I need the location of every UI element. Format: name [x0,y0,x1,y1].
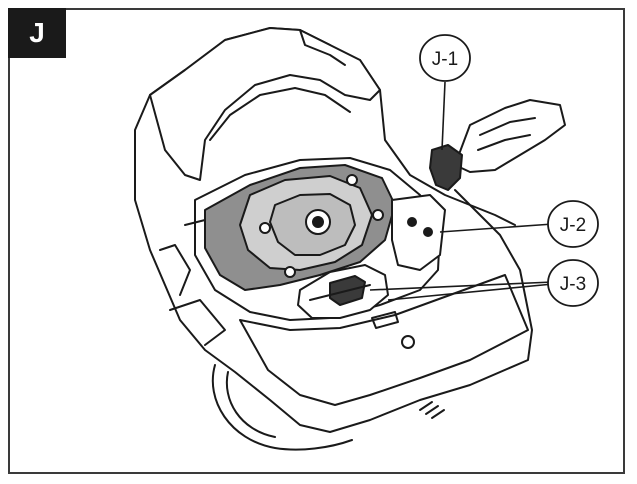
left-rib-2 [169,299,226,346]
front-panel-slot [371,311,399,329]
roller-line [309,284,371,301]
left-rib-1 [159,244,191,296]
hand-outline [454,99,566,173]
screw-3 [346,174,358,186]
side-block [391,194,446,271]
callout-j1: J-1 [419,34,471,82]
screw-4 [372,209,384,221]
tool-j1-arm [454,189,516,226]
front-vent [419,401,445,419]
leader-j3a [369,281,554,291]
callout-j2-label: J-2 [560,215,586,236]
front-panel-hole [401,335,415,349]
leader-j1 [441,81,446,151]
callout-j1-label: J-1 [432,49,458,70]
lid-flap [149,27,381,181]
front-panel [239,274,529,406]
base-wheel-inner [225,371,276,438]
callout-j3-label: J-3 [560,274,586,295]
lid-notch [299,29,346,66]
leader-j3b [387,283,554,301]
cam-hub-core [312,216,324,228]
panel-label: J [8,8,66,58]
callout-j3: J-3 [547,259,599,307]
cavity-rim [194,157,441,321]
side-block-hole-2 [423,227,433,237]
left-rib-3 [184,219,206,226]
callout-j2: J-2 [547,200,599,248]
side-block-hole-1 [407,217,417,227]
lid-inner-edge [209,87,351,141]
screw-1 [259,222,271,234]
leader-j2 [439,223,554,233]
hand-finger-2 [477,134,531,151]
tool-j1 [429,144,463,191]
screw-2 [284,266,296,278]
hand-finger-1 [479,117,536,136]
